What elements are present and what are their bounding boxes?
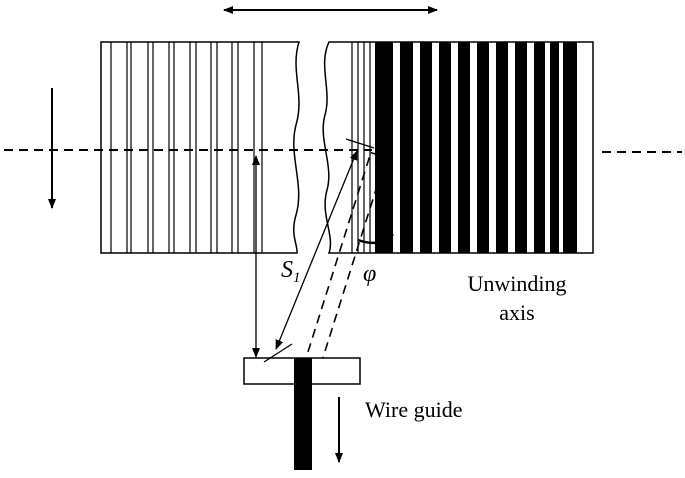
wire-guide <box>243 343 361 470</box>
unwinding-axis-label-line1: Unwinding <box>468 271 567 296</box>
wire-guide-label: Wire guide <box>365 397 462 422</box>
s1-label: S1 <box>281 257 301 286</box>
phi-label: φ <box>363 261 376 287</box>
spool-right-section <box>322 41 594 254</box>
spool-left-section <box>100 41 301 254</box>
unwinding-axis-label-line2: axis <box>499 300 534 325</box>
s1-dimension-arrow <box>275 138 375 350</box>
angle-phi-arc <box>357 233 394 245</box>
